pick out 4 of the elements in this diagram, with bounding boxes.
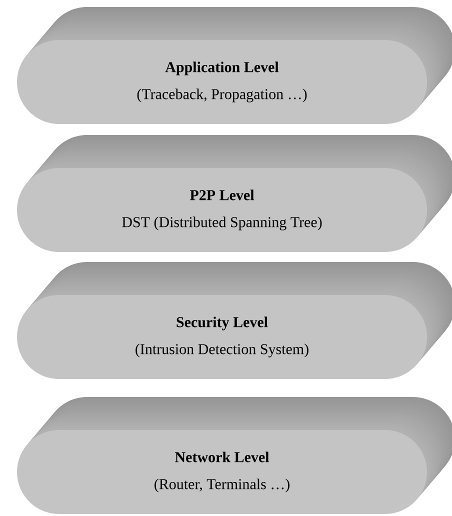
layer-disk: Application Level (Traceback, Propagation …) [17, 7, 452, 124]
layer-disk: Security Level (Intrusion Detection System) [17, 262, 452, 379]
layer-disk: Network Level (Router, Terminals …) [17, 397, 452, 514]
layer-disk: P2P Level DST (Distributed Spanning Tree) [17, 135, 452, 252]
